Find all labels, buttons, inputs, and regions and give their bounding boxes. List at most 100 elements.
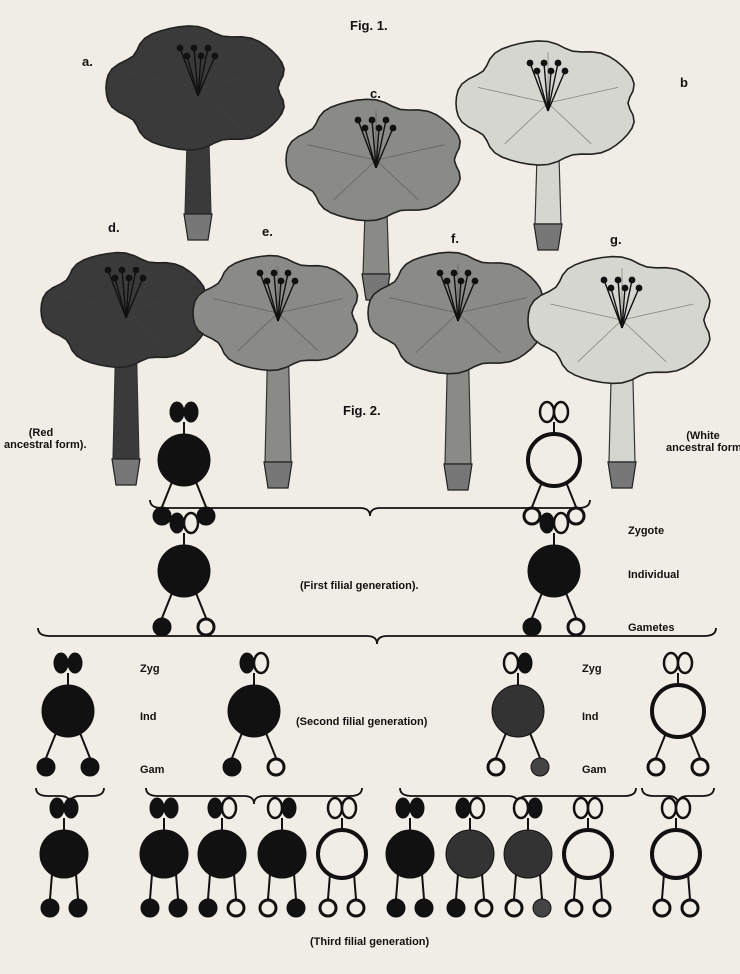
- zygote-label: Zygote: [628, 525, 664, 537]
- white-gamete: [348, 900, 364, 916]
- red-ancestral-line-2: ancestral form).: [4, 439, 78, 451]
- connector: [600, 874, 602, 899]
- zygote-half: [662, 798, 676, 818]
- flower-anther-f: [458, 278, 465, 285]
- white-ancestral-line-1: (White: [666, 430, 740, 442]
- dark-gamete: [415, 899, 433, 917]
- ind-label-right: Ind: [582, 711, 599, 723]
- flower-anther-b: [541, 60, 548, 67]
- connector: [196, 593, 206, 618]
- white-individual: [652, 830, 700, 878]
- red-ancestral-label: (Red ancestral form).: [4, 427, 78, 451]
- connector: [196, 482, 206, 507]
- connector: [532, 593, 542, 618]
- flower-anther-d: [140, 275, 147, 282]
- white-gamete: [228, 900, 244, 916]
- dark-gamete: [41, 899, 59, 917]
- third-generation-label: (Third filial generation): [310, 936, 429, 948]
- flower-calyx-e: [264, 462, 292, 488]
- dark-individual: [504, 830, 552, 878]
- zygote-half: [554, 513, 568, 533]
- zygote-half: [164, 798, 178, 818]
- zygote-half: [184, 513, 198, 533]
- white-ancestral-label: (White ancestral form).: [666, 430, 740, 454]
- zygote-half: [150, 798, 164, 818]
- zygote-half: [240, 653, 254, 673]
- flower-calyx-g: [608, 462, 636, 488]
- connector: [456, 874, 458, 899]
- connector: [328, 874, 330, 899]
- zygote-half: [254, 653, 268, 673]
- connector: [234, 874, 236, 899]
- dark-gamete: [531, 758, 549, 776]
- flower-anther-c: [355, 117, 362, 124]
- zygote-half: [170, 402, 184, 422]
- zygote-half: [514, 798, 528, 818]
- flower-anther-d: [119, 267, 126, 274]
- flower-anther-f: [437, 270, 444, 277]
- dark-individual: [158, 434, 210, 486]
- zygote-half: [208, 798, 222, 818]
- white-gamete: [260, 900, 276, 916]
- zygote-half: [664, 653, 678, 673]
- zygote-half: [268, 798, 282, 818]
- connector: [354, 874, 356, 899]
- dark-gamete: [153, 618, 171, 636]
- connector: [540, 874, 542, 899]
- flower-anther-c: [376, 125, 383, 132]
- flower-anther-g: [636, 285, 643, 292]
- flower-label-b: b: [680, 75, 688, 90]
- dark-individual: [158, 545, 210, 597]
- individual-label: Individual: [628, 569, 679, 581]
- flower-label-g: g.: [610, 232, 622, 247]
- dark-individual: [446, 830, 494, 878]
- dark-gamete: [197, 507, 215, 525]
- dark-gamete: [153, 507, 171, 525]
- connector: [662, 874, 664, 899]
- white-gamete: [198, 619, 214, 635]
- dark-gamete: [37, 758, 55, 776]
- connector: [688, 874, 690, 899]
- white-ancestral-line-2: ancestral form).: [666, 442, 740, 454]
- zygote-half: [282, 798, 296, 818]
- ind-label-left: Ind: [140, 711, 157, 723]
- zygote-half: [678, 653, 692, 673]
- second-generation-label: (Second filial generation): [296, 716, 427, 728]
- zygote-half: [528, 798, 542, 818]
- dark-gamete: [81, 758, 99, 776]
- zygote-half: [574, 798, 588, 818]
- dark-individual: [386, 830, 434, 878]
- gam-label-right: Gam: [582, 764, 606, 776]
- white-individual: [318, 830, 366, 878]
- flower-anther-a: [184, 53, 191, 60]
- flower-anther-g: [601, 277, 608, 284]
- flower-anther-a: [198, 53, 205, 60]
- flower-anther-b: [548, 68, 555, 75]
- zygote-half: [54, 653, 68, 673]
- zygote-half: [396, 798, 410, 818]
- red-ancestral-line-1: (Red: [4, 427, 78, 439]
- zygote-half: [554, 402, 568, 422]
- flower-anther-d: [105, 267, 112, 274]
- flower-anther-c: [369, 117, 376, 124]
- flower-anther-f: [444, 278, 451, 285]
- dark-gamete: [447, 899, 465, 917]
- flower-label-c: c.: [370, 86, 381, 101]
- zyg-label-right: Zyg: [582, 663, 602, 675]
- dark-individual: [492, 685, 544, 737]
- connector: [46, 733, 56, 758]
- connector: [496, 733, 506, 758]
- zygote-half: [410, 798, 424, 818]
- white-individual: [564, 830, 612, 878]
- flower-anther-e: [285, 270, 292, 277]
- figure-2-title: Fig. 2.: [343, 403, 381, 418]
- flower-label-d: d.: [108, 220, 120, 235]
- connector: [566, 482, 576, 507]
- flower-anther-g: [608, 285, 615, 292]
- flower-anther-e: [264, 278, 271, 285]
- zygote-half: [518, 653, 532, 673]
- flower-anther-f: [472, 278, 479, 285]
- connector: [514, 874, 516, 899]
- dark-individual: [528, 545, 580, 597]
